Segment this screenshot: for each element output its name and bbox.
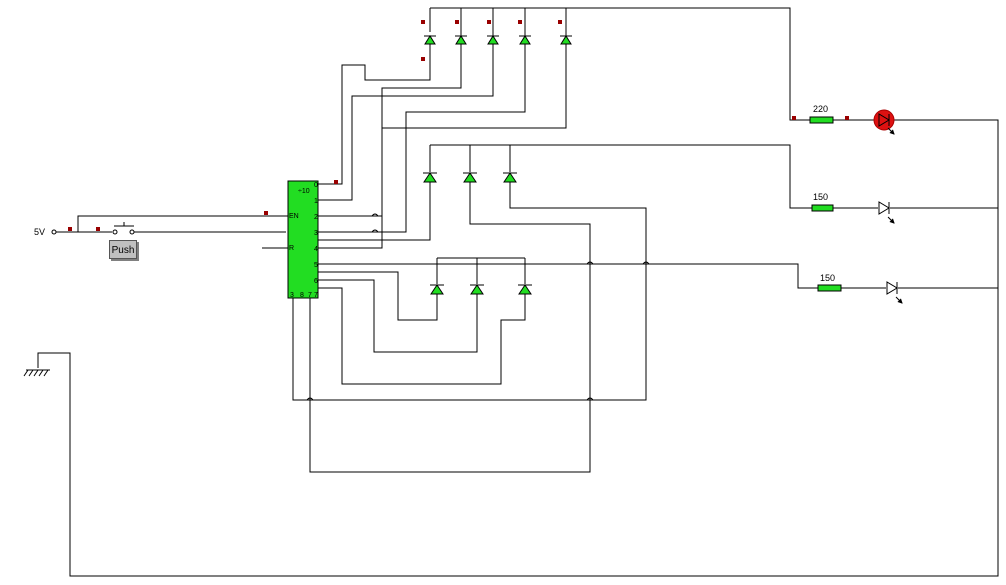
wire-top-bus xyxy=(430,7,810,121)
out-pin: 2 xyxy=(314,214,318,221)
led-off-icon xyxy=(886,281,903,304)
bottom-pin: 7 xyxy=(308,292,312,299)
counter-pin-en: EN xyxy=(289,213,299,220)
wire-mid-bus xyxy=(430,144,812,209)
counter-pin-r: R xyxy=(289,245,294,252)
decade-counter-chip xyxy=(287,180,319,299)
bottom-pin: 8 xyxy=(300,292,304,299)
diode-icon xyxy=(503,172,517,183)
diode-group-mid xyxy=(423,172,517,183)
wire-jumps xyxy=(306,213,650,401)
ground-icon xyxy=(23,369,50,377)
resistor-150-a: 150 xyxy=(811,192,834,212)
wire-out1 xyxy=(318,44,494,201)
source-label: 5V xyxy=(34,227,45,237)
out-pin: 1 xyxy=(314,198,318,205)
counter-divider: ÷10 xyxy=(298,188,310,195)
source-terminal xyxy=(51,229,57,235)
wire-out0 xyxy=(318,44,431,185)
out-pin: 4 xyxy=(314,246,318,253)
wire-out2 xyxy=(318,44,462,217)
out-pin: 3 xyxy=(314,230,318,237)
out-pin: 7 xyxy=(314,292,318,299)
out-pin: 5 xyxy=(314,262,318,269)
diode-icon xyxy=(423,172,437,183)
wire-out3 xyxy=(318,44,526,233)
wire-source-en xyxy=(77,215,288,232)
resistor-value: 220 xyxy=(813,104,828,114)
push-button[interactable]: Push xyxy=(109,240,137,259)
out-pin: 6 xyxy=(314,278,318,285)
resistor-220: 220 xyxy=(809,104,834,124)
diode-group-low xyxy=(430,284,532,295)
wire-low-bus xyxy=(318,263,818,289)
diode-icon xyxy=(518,284,532,295)
diode-group-top xyxy=(424,35,572,45)
diode-icon xyxy=(519,35,531,45)
diode-icon xyxy=(455,35,467,45)
bottom-pin: 3 xyxy=(290,292,294,299)
wires xyxy=(37,7,999,577)
counter-outputs: 0 1 2 3 4 5 6 7 xyxy=(314,182,318,299)
led-red-on-icon xyxy=(873,109,895,135)
wire-out4 xyxy=(318,44,567,249)
push-switch-icon[interactable] xyxy=(112,222,135,235)
diode-icon xyxy=(430,284,444,295)
resistor-value: 150 xyxy=(820,273,835,283)
out-pin: 0 xyxy=(314,182,318,189)
diode-icon xyxy=(463,172,477,183)
diode-icon xyxy=(424,35,436,45)
diode-icon xyxy=(560,35,572,45)
diode-icon xyxy=(487,35,499,45)
led-off-icon xyxy=(878,201,895,224)
terminal-markers xyxy=(68,20,849,231)
resistor-150-b: 150 xyxy=(817,273,842,292)
diode-icon xyxy=(470,284,484,295)
resistor-value: 150 xyxy=(813,192,828,202)
wire-ground-return xyxy=(37,119,999,577)
counter-bottom-pins: 3 8 7 xyxy=(290,292,312,299)
